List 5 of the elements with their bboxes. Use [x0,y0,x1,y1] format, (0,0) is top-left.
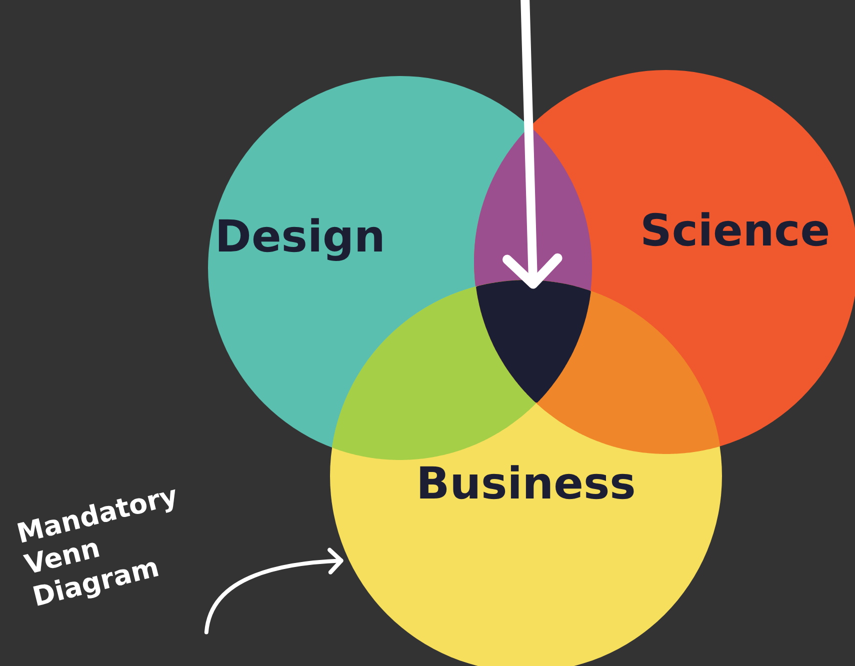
arrow [502,0,562,289]
circle-label: Design [214,212,386,263]
circle-label: Science [640,206,830,257]
circle-label: Business [416,458,636,510]
arrow [204,548,344,634]
